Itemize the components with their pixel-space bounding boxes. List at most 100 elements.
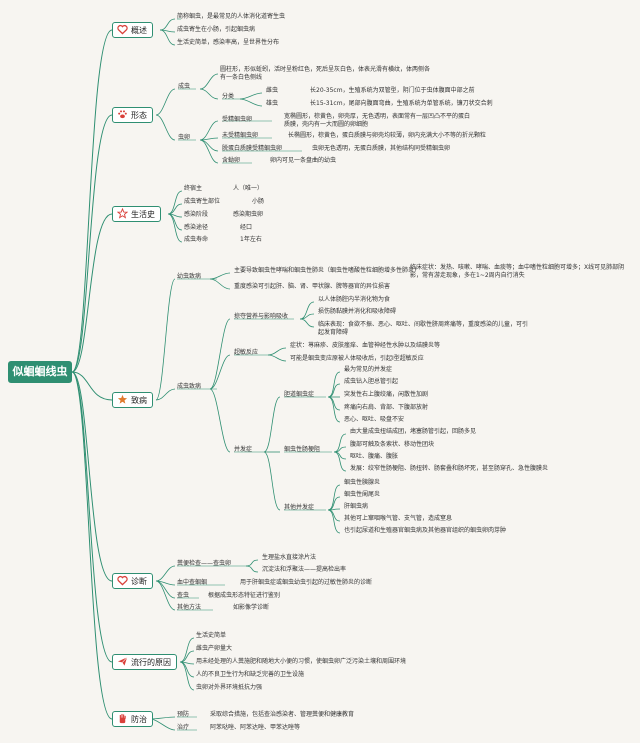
section-prevention[interactable]: 防治 [112,711,153,727]
larva-pathogenesis-node: 幼虫致病 [177,273,202,280]
adult-worm-desc: 圆柱形，形似蚯蚓，活时呈粉红色，死后呈灰白色，体表光滑有横纹，体两侧各有一条白色… [220,66,431,81]
larva-symptom-desc: 临床症状：发热、咳嗽、哮喘、血痰等；血中嗜性粒细胞可增多；X线可见肺部阴影，常有… [410,264,625,279]
overview-item: 成虫寄生在小肠，引起蛔虫病 [177,26,256,33]
connector [179,661,195,691]
other-method-desc: 如影像学诊断 [233,604,270,611]
stool-exam-node: 粪便检查——查虫卵 [177,560,232,567]
larva-pathogenesis-item: 重度感染可引起肝、脑、肾、甲状腺、脾等器官的异位损害 [234,283,391,290]
nutrient-loss-node: 掠夺营养与影响吸收 [234,313,289,320]
section-pathogenesis[interactable]: 致病 [112,392,153,408]
connector [209,278,231,290]
unfertilized-egg-desc: 长椭圆形，棕黄色，蛋白质膜与卵壳均较薄，卵内充满大小不等的折光颗粒 [288,132,487,139]
section-label: 生活史 [131,210,155,219]
section-diagnosis[interactable]: 诊断 [112,573,153,589]
nutrient-loss-item: 以人体肠腔内半消化物为食 [318,296,391,303]
connector [71,29,113,373]
unfertilized-egg-node: 未受精蛔虫卵 [222,132,259,139]
connector [199,88,219,100]
overview-item: 生活史简单，感染率高，呈世界性分布 [177,39,280,46]
connector [71,371,113,401]
connector [155,388,176,401]
connector [71,371,113,663]
biliary-item: 突发性右上腹绞痛，闲散性加剧 [344,391,429,398]
connector [71,371,113,582]
connector [333,451,347,472]
heart-icon [117,24,128,35]
larva-pathogenesis-item: 主要导致蛔虫性哮喘和蛔虫性肺炎（蛔虫性嗜酸性粒细胞增多性肺炎） [234,267,421,274]
worm-check-node: 查虫 [177,592,190,599]
male-worm-node: 雄虫 [266,100,279,107]
root-topic: 似蛔蛔线虫 [8,361,72,383]
other-complication-node: 其他并发症 [284,504,315,511]
life-cycle-value: 人（唯一） [233,185,264,192]
connector [159,18,176,31]
connector [71,114,113,373]
connector [71,213,113,373]
section-morphology[interactable]: 形态 [112,107,153,123]
life-cycle-value: 经口 [240,224,253,231]
epidemic-cause-item: 生活史简单 [196,632,227,639]
connector [155,278,176,401]
section-label: 形态 [131,111,147,120]
connector [155,88,176,116]
connector [199,139,219,164]
heart-icon [117,575,128,586]
life-cycle-key: 感染阶段 [184,211,209,218]
male-worm-desc: 长15-31cm，尾部向腹面弯曲，生殖系统为单管系统，镰刀状交合刺 [310,100,493,107]
hypersensitivity-item: 可能是蛔虫变应原被人体吸收后，引起I型超敏反应 [290,355,424,362]
adult-worm-node: 成虫 [178,83,191,90]
section-label: 致病 [131,396,147,405]
biliary-item: 恶心、呕吐、吸盘不安 [344,416,405,423]
biliary-item: 疼痛向右肩、背部、下腹部放射 [344,404,429,411]
connector [209,354,231,390]
worm-check-desc: 根据成虫形态特征进行鉴别 [208,592,281,599]
connector [209,272,231,280]
prevention-key: 预防 [177,711,190,718]
biliary-item: 成虫钻入胆总管引起 [344,378,399,385]
obstruction-item: 由大量成虫扭结成团，堵塞肠管引起，回肠多见 [350,428,477,435]
nutrient-loss-item: 损伤肠黏膜并消化和吸收障碍 [318,308,397,315]
connector [71,371,113,720]
hypersensitivity-item: 症状：荨麻疹、皮肤瘙痒、血管神经性水肿以及结膜炎等 [290,342,441,349]
connector [263,396,281,453]
other-complication-item: 肝蛔虫病 [344,503,369,510]
life-cycle-key: 感染途径 [184,224,209,231]
hypersensitivity-node: 超敏反应 [234,349,259,356]
section-epidemic-causes[interactable]: 流行的原因 [112,654,177,670]
epidemic-cause-item: 虫卵对外界环境抵抗力强 [196,684,263,691]
larva-egg-node: 含蚴卵 [222,157,241,164]
connector [159,29,176,46]
biliary-ascariasis-node: 胆道蛔虫症 [284,391,315,398]
life-cycle-value: 1年左右 [240,236,262,243]
connector [155,114,176,141]
connector [199,73,219,90]
connector [209,388,231,453]
paper-plane-icon [117,656,128,667]
life-cycle-key: 成虫寄生部位 [184,198,221,205]
connector [263,451,281,511]
connector [245,565,259,573]
section-label: 流行的原因 [131,658,171,667]
blood-test-node: 血中查蛔蛔 [177,579,208,586]
treatment-value: 阿苯哒唑、阿苯达唑、甲苯达唑等 [210,724,301,731]
section-life-cycle[interactable]: 生活史 [112,206,161,222]
fertilized-egg-node: 受精蛔虫卵 [222,116,253,123]
life-cycle-value: 小肠 [252,198,265,205]
obstruction-item: 呕吐、腹痛、腹胀 [350,453,399,460]
connector [209,318,231,390]
epidemic-cause-item: 雌虫产卵量大 [196,645,233,652]
connector [239,98,263,107]
hand-icon [117,713,128,724]
connector [327,509,341,534]
connector [299,318,315,328]
classification-node: 分类 [222,93,235,100]
connector [179,637,195,663]
larva-egg-desc: 卵内可见一条盘曲的幼虫 [270,157,337,164]
other-complication-item: 蛔虫性胰腺炎 [344,479,381,486]
connector [167,203,183,215]
intestinal-obstruction-node: 蛔虫性肠梗阻 [284,446,321,453]
section-overview[interactable]: 概述 [112,22,153,38]
blood-test-desc: 用于肝蛔虫症或蛔虫幼虫引起的过敏性肺炎的诊断 [240,579,373,586]
connector [267,354,287,362]
